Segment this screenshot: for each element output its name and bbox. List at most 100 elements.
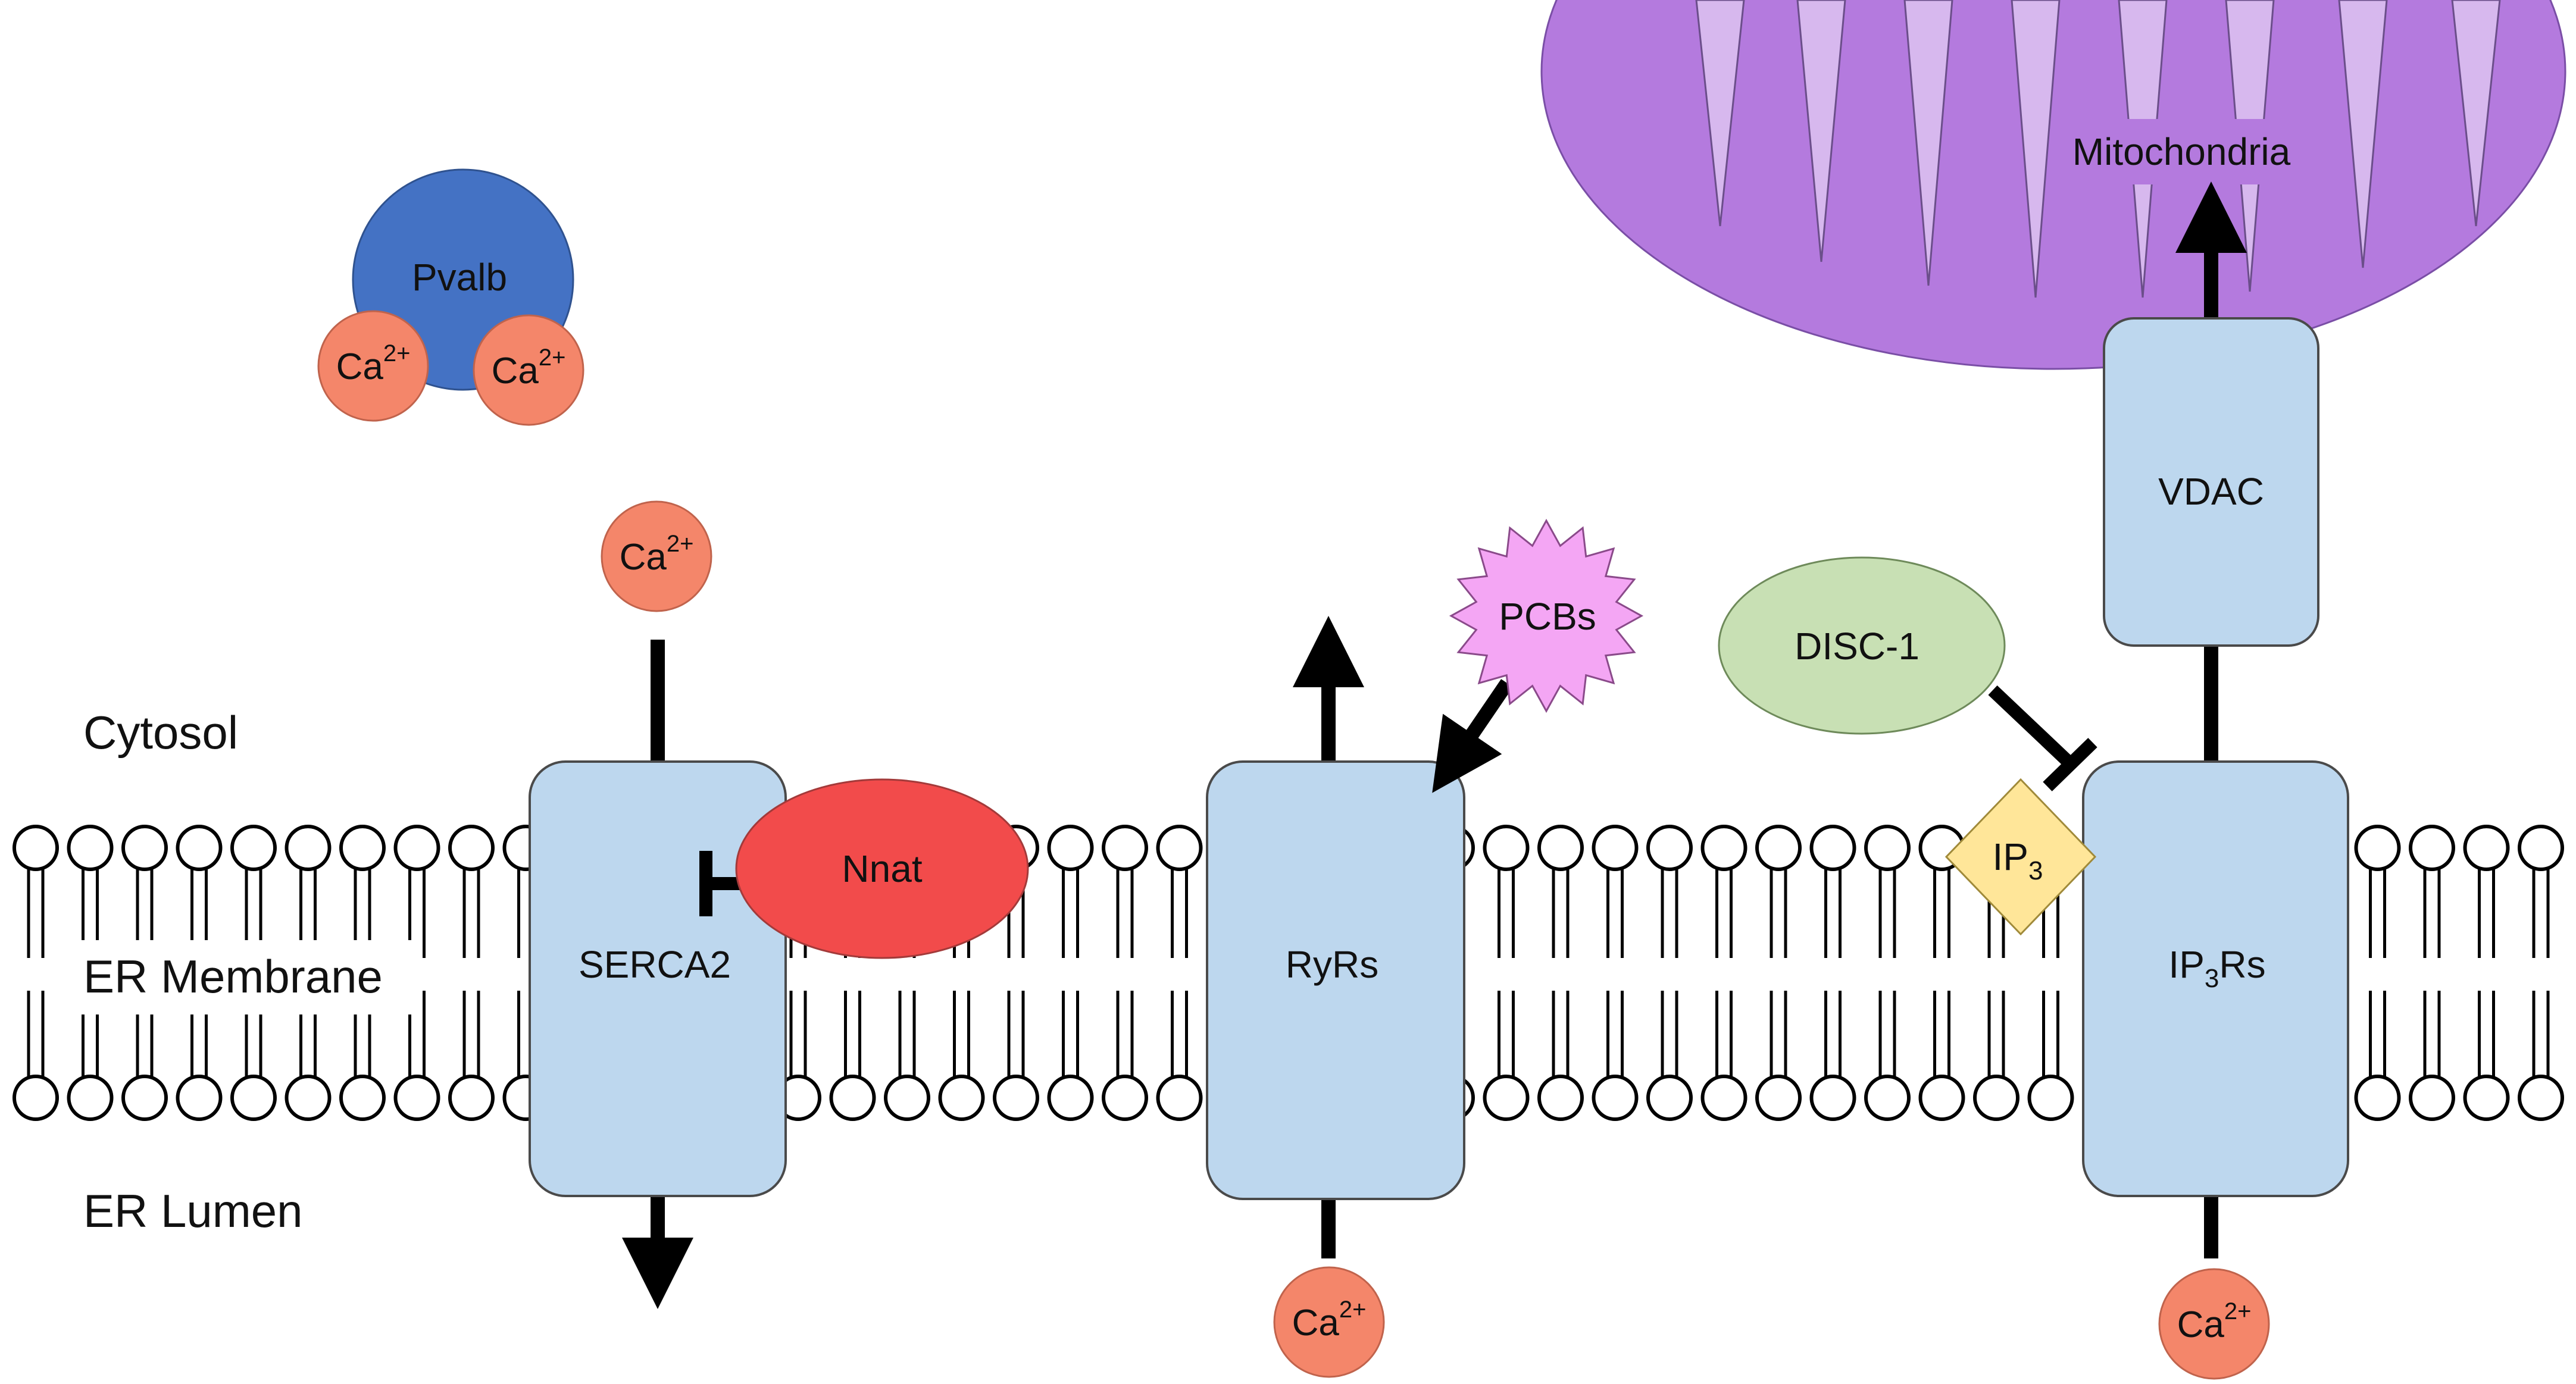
vdac-channel [2103, 317, 2319, 647]
er-membrane-label-bg [71, 940, 423, 1014]
ip3rs-group: IP3Rs Ca2+ [2082, 643, 2349, 1380]
lipid-head [448, 1075, 495, 1121]
lipid-head [1809, 825, 1856, 871]
pcbs-activation-arrow [1432, 679, 1513, 793]
lipid-head [1102, 825, 1148, 871]
lipid-head [1483, 1075, 1530, 1121]
lipid-head [339, 825, 386, 871]
lipid-head [1755, 1075, 1802, 1121]
serca2-group: SERCA2 Ca2+ [529, 500, 787, 1309]
svg-text:Ca2+: Ca2+ [1292, 1297, 1367, 1344]
lipid-head [1809, 1075, 1856, 1121]
lipid-head [393, 1075, 440, 1121]
lipid-head [2354, 1075, 2401, 1121]
lipid-head [2354, 825, 2401, 871]
ip3-node [1944, 778, 2097, 936]
lipid-head [2518, 1075, 2564, 1121]
calcium-ion: Ca2+ [1273, 1266, 1385, 1378]
pcbs-label: PCBs [1499, 595, 1596, 638]
mitochondria-label: Mitochondria [2072, 130, 2291, 173]
lipid-head [1973, 1075, 2019, 1121]
lipid-head [1864, 825, 1911, 871]
lipid-head [121, 1075, 168, 1121]
svg-text:Ca2+: Ca2+ [620, 531, 694, 578]
lipid-head [448, 825, 495, 871]
pvalb-complex: Pvalb Ca2+ Ca2+ [317, 168, 584, 426]
ryrs-label: RyRs [1286, 943, 1378, 986]
lipid-head [176, 825, 223, 871]
mitochondria-body [1540, 0, 2566, 370]
lipid-head [339, 1075, 386, 1121]
pvalb-label: Pvalb [412, 256, 507, 299]
ryrs-group: RyRs Ca2+ [1206, 616, 1465, 1378]
calcium-ion: Ca2+ [473, 314, 584, 426]
lipid-head [230, 1075, 277, 1121]
ip3rs-label: IP3Rs [2168, 943, 2265, 993]
lipid-head [1156, 825, 1203, 871]
cytosol-label: Cytosol [83, 706, 238, 759]
lipid-head [2027, 1075, 2074, 1121]
lipid-head [230, 825, 277, 871]
mitochondria-label-bg [2056, 119, 2306, 184]
ip3-label: IP3 [1993, 835, 2043, 885]
ip3rs-channel [2082, 760, 2349, 1197]
svg-text:Ca2+: Ca2+ [336, 340, 411, 387]
nnat-group: Nnat [699, 778, 1029, 959]
lipid-head [1646, 1075, 1693, 1121]
serca2-label: SERCA2 [579, 943, 731, 986]
lipid-head [1700, 1075, 1747, 1121]
serca2-channel [529, 760, 787, 1197]
disc1-inhibition-bar [2043, 738, 2097, 791]
svg-text:Ca2+: Ca2+ [492, 345, 566, 392]
disc1-group: DISC-1 [1718, 556, 2097, 791]
lipid-head [2463, 1075, 2510, 1121]
lipid-head [285, 1075, 332, 1121]
disc1-inhibition-line [1988, 685, 2076, 769]
lipid-head [1156, 1075, 1203, 1121]
er-membrane-label: ER Membrane [83, 950, 383, 1003]
disc1-label: DISC-1 [1795, 625, 1920, 668]
svg-text:Ca2+: Ca2+ [2177, 1298, 2252, 1345]
lipid-head [2518, 825, 2564, 871]
lipid-head [1537, 825, 1584, 871]
lipid-head [121, 825, 168, 871]
lipid-head [285, 825, 332, 871]
disc1-node [1718, 556, 2006, 735]
lipid-head [1592, 1075, 1639, 1121]
vdac-group: VDAC [2103, 181, 2319, 647]
lipid-head [993, 1075, 1039, 1121]
vdac-label: VDAC [2158, 470, 2264, 513]
lipid-head [67, 825, 114, 871]
lipid-head [2409, 1075, 2455, 1121]
lipid-head [12, 825, 59, 871]
lipid-head [1755, 825, 1802, 871]
lipid-head [1047, 825, 1094, 871]
nnat-node [735, 778, 1029, 959]
lipid-head [12, 1075, 59, 1121]
lipid-head [176, 1075, 223, 1121]
ryrs-channel [1206, 760, 1465, 1200]
lipid-head [884, 1075, 930, 1121]
ip3-group: IP3 [1944, 778, 2097, 936]
lipid-head [938, 1075, 985, 1121]
lipid-head [2409, 825, 2455, 871]
er-lumen-label: ER Lumen [83, 1185, 303, 1237]
lipid-head [1700, 825, 1747, 871]
pcbs-group: PCBs [1432, 518, 1644, 793]
lipid-head [1102, 1075, 1148, 1121]
lipid-head [1537, 1075, 1584, 1121]
nnat-label: Nnat [842, 847, 922, 890]
lipid-head [2463, 825, 2510, 871]
lipid-head [67, 1075, 114, 1121]
lipid-head [1483, 825, 1530, 871]
mitochondria: Mitochondria [1540, 0, 2566, 370]
lipid-head [1592, 825, 1639, 871]
lipid-head [1918, 1075, 1965, 1121]
lipid-head [393, 825, 440, 871]
lipid-head [1047, 1075, 1094, 1121]
calcium-ion: Ca2+ [2158, 1268, 2270, 1380]
lipid-head [1864, 1075, 1911, 1121]
pcbs-node [1449, 518, 1644, 713]
calcium-ion: Ca2+ [317, 310, 429, 422]
